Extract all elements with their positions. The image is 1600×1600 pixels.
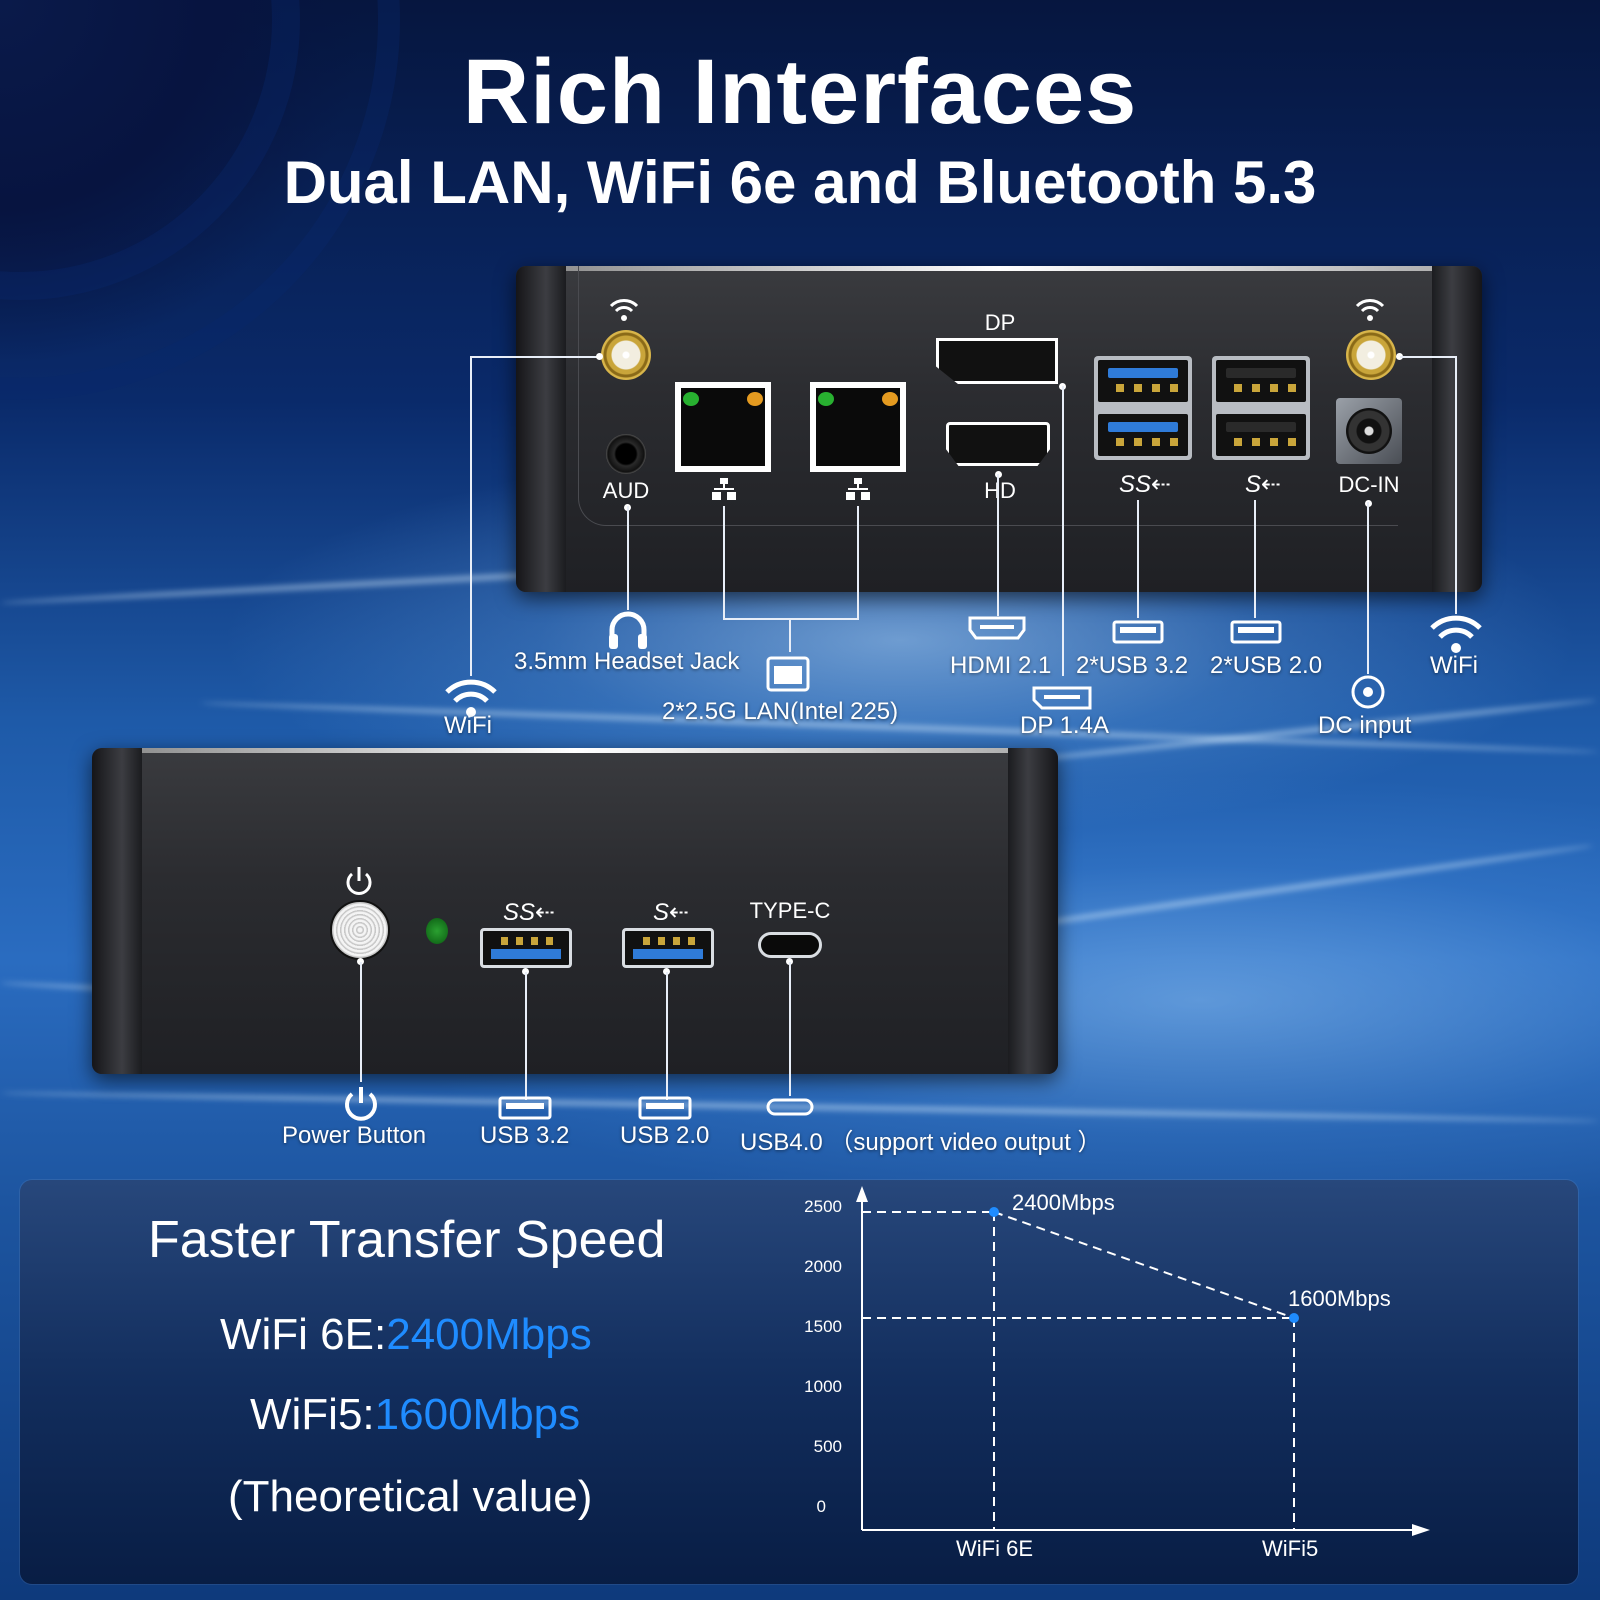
x-tick-wifi6e: WiFi 6E: [956, 1536, 1033, 1561]
status-led: [426, 918, 448, 944]
dp-callout-icon: [1032, 686, 1092, 710]
y-tick: 2000: [804, 1257, 842, 1276]
usb32-callout-icon: [498, 1096, 552, 1120]
type-c-port: [758, 932, 822, 958]
ethernet-icon: [766, 656, 810, 692]
dc-input-icon: [1351, 675, 1385, 709]
front-panel-device: [92, 748, 1058, 1074]
usb3-port-stack: [1094, 356, 1192, 460]
hdmi-callout-icon: [968, 616, 1026, 640]
power-callout-icon: [345, 1087, 377, 1121]
data-point-wifi5: [1289, 1313, 1299, 1323]
usb3-logo: SS⇠: [1118, 471, 1172, 498]
wifi5-speed: WiFi5:1600Mbps: [250, 1390, 580, 1440]
y-tick: 500: [814, 1437, 842, 1456]
y-tick: 1000: [804, 1377, 842, 1396]
wifi-left-callout: WiFi: [444, 712, 492, 739]
y-tick: 0: [817, 1497, 826, 1516]
y-tick: 1500: [804, 1317, 842, 1336]
wifi-icon: [609, 299, 639, 321]
transfer-speed-panel: Faster Transfer Speed WiFi 6E:2400Mbps W…: [20, 1180, 1578, 1584]
speed-chart: 2500 2000 1500 1000 500 0 2400Mbps 1600M…: [804, 1186, 1430, 1561]
usb2-port-stack: [1212, 356, 1310, 460]
aud-label: AUD: [602, 478, 650, 503]
wifi-callout-icon: [445, 679, 497, 717]
usb20-callout-icon: [1230, 620, 1282, 644]
lan-icon: [712, 478, 736, 500]
wifi-antenna-connector-left: [601, 330, 651, 380]
dc-in-jack: [1336, 398, 1402, 464]
point-label-wifi6e: 2400Mbps: [1012, 1190, 1115, 1215]
type-c-callout-icon: [766, 1098, 814, 1116]
guide-lines: [862, 1211, 1295, 1530]
usb32-callout-icon: [1112, 620, 1164, 644]
usb3-logo: SS⇠: [502, 899, 556, 926]
dp-label: DP: [984, 310, 1016, 335]
front-usb3-port: [480, 928, 572, 968]
x-tick-wifi5: WiFi5: [1262, 1536, 1318, 1561]
data-point-wifi6e: [989, 1207, 999, 1217]
usb4-callout: USB4.0 （support video output ）: [740, 1129, 1102, 1156]
usb2-logo: S⇠: [1244, 471, 1282, 498]
dp-callout: DP 1.4A: [1020, 712, 1109, 739]
point-label-wifi5: 1600Mbps: [1288, 1286, 1391, 1311]
wifi6e-value: 2400Mbps: [386, 1310, 592, 1359]
audio-jack: [606, 434, 646, 474]
speed-panel-title: Faster Transfer Speed: [148, 1211, 666, 1269]
lan-callout: 2*2.5G LAN(Intel 225): [662, 698, 899, 725]
wifi-callout-icon: [1430, 615, 1482, 653]
power-button-callout: Power Button: [282, 1122, 427, 1149]
lan-icon: [846, 478, 870, 500]
y-tick-labels: 2500 2000 1500 1000 500 0: [804, 1197, 842, 1516]
usb20-callout: 2*USB 2.0: [1210, 652, 1323, 679]
wifi5-label: WiFi5:: [250, 1390, 375, 1439]
usb2-logo: S⇠: [652, 899, 690, 926]
usb32-callout: 2*USB 3.2: [1076, 652, 1189, 679]
wifi-right-callout: WiFi: [1430, 652, 1478, 679]
headset-jack-callout: 3.5mm Headset Jack: [514, 648, 740, 675]
wifi6e-speed: WiFi 6E:2400Mbps: [220, 1310, 592, 1360]
dc-in-label: DC-IN: [1338, 472, 1400, 497]
y-tick: 2500: [804, 1197, 842, 1216]
front-usb20-callout: USB 2.0: [620, 1122, 710, 1149]
wifi5-value: 1600Mbps: [374, 1390, 581, 1439]
displayport-port: [936, 338, 1058, 384]
hdmi-callout: HDMI 2.1: [950, 652, 1052, 679]
power-icon: [346, 867, 372, 895]
wifi-antenna-connector-right: [1346, 330, 1396, 380]
front-usb2-port: [622, 928, 714, 968]
page-subtitle: Dual LAN, WiFi 6e and Bluetooth 5.3: [283, 149, 1317, 216]
hdmi-port: [946, 422, 1050, 466]
theoretical-note: (Theoretical value): [228, 1472, 593, 1521]
type-c-label: TYPE-C: [749, 898, 831, 923]
front-usb32-callout: USB 3.2: [480, 1122, 570, 1149]
x-axis: [862, 1524, 1430, 1536]
y-axis: [856, 1186, 868, 1530]
wifi-icon: [1355, 299, 1385, 321]
wifi6e-label: WiFi 6E:: [220, 1310, 387, 1359]
usb20-callout-icon: [638, 1096, 692, 1120]
headphones-icon: [609, 611, 647, 649]
dc-input-callout: DC input: [1318, 712, 1412, 739]
lan-port-1: [675, 382, 771, 472]
power-button[interactable]: [330, 900, 390, 960]
hd-label: HD: [984, 478, 1016, 503]
page-title: Rich Interfaces: [462, 41, 1138, 143]
lan-port-2: [810, 382, 906, 472]
